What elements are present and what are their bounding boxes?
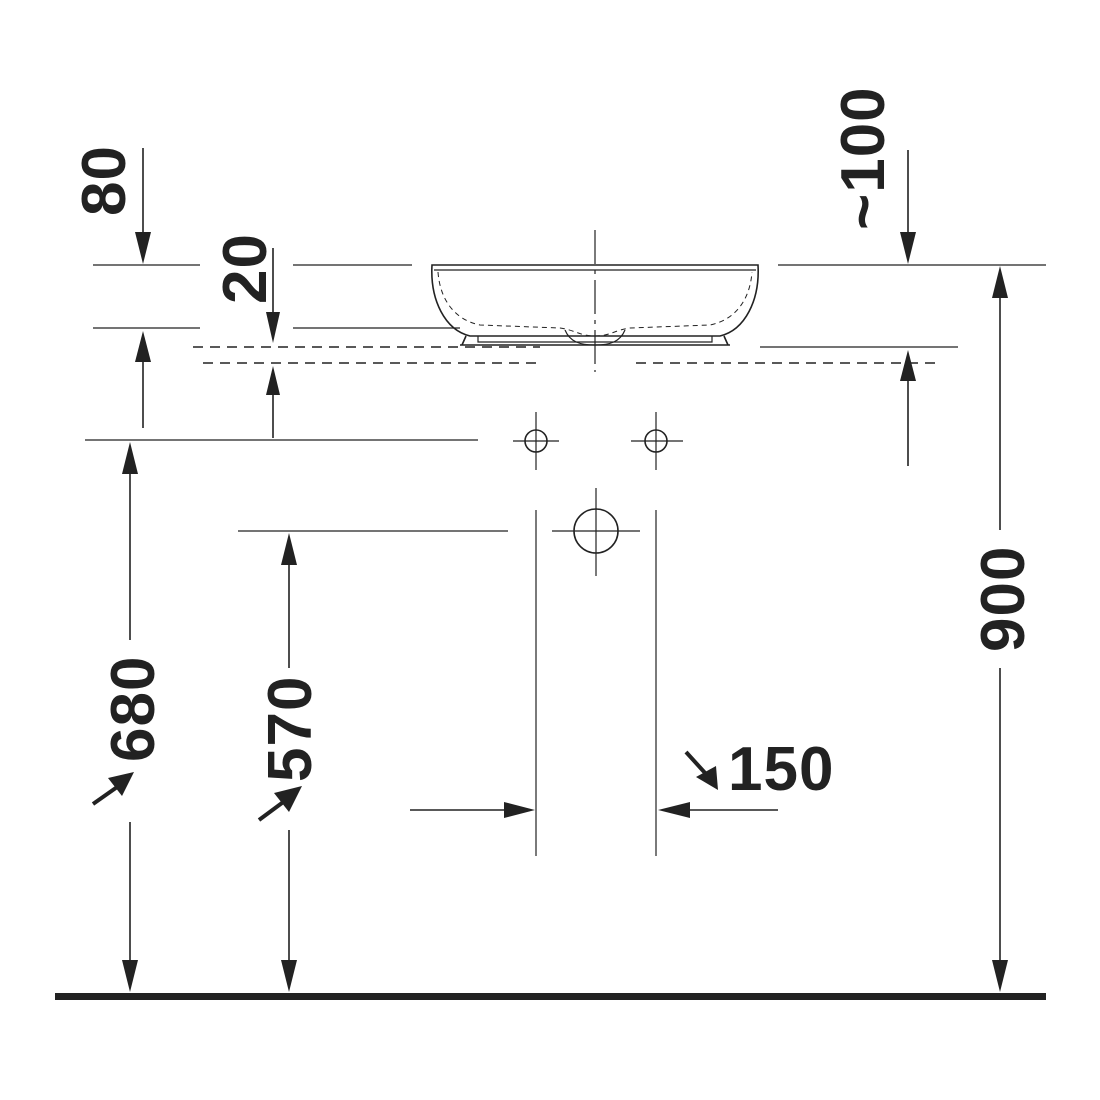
dimension-80: 80 bbox=[70, 145, 151, 428]
dimension-100: ~100 bbox=[829, 86, 916, 466]
dimension-680: 680 bbox=[91, 442, 168, 992]
floor-line bbox=[55, 993, 1046, 1000]
dimension-150: 150 bbox=[410, 735, 834, 818]
dimension-900-label: 900 bbox=[969, 546, 1038, 652]
dimension-570: 570 bbox=[256, 533, 325, 992]
water-connection-right bbox=[631, 412, 683, 470]
dimension-150-label: 150 bbox=[728, 735, 834, 804]
dimension-570-label: 570 bbox=[256, 676, 325, 782]
dimension-900: 900 bbox=[969, 266, 1038, 992]
dimension-100-label: ~100 bbox=[829, 86, 898, 230]
dimension-20-label: 20 bbox=[211, 233, 280, 304]
dimension-20: 20 bbox=[211, 233, 280, 438]
dimension-80-label: 80 bbox=[70, 145, 139, 216]
reference-lines bbox=[85, 264, 1046, 856]
water-connection-left bbox=[513, 412, 559, 470]
waste-connection bbox=[552, 488, 640, 576]
dimension-680-label: 680 bbox=[99, 656, 168, 762]
